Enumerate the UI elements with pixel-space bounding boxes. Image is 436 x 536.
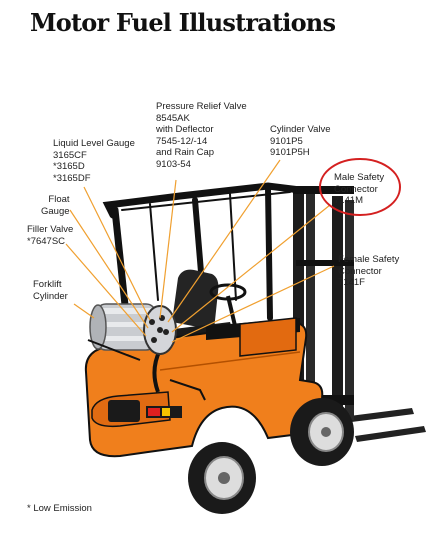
front-wheel [290,398,354,466]
label-female-safety-connector: Female Safety Connector 7141F [338,254,400,288]
footnote: * Low Emission [27,503,92,514]
rear-wheel [188,442,256,514]
label-liquid-level-gauge: Liquid Level Gauge 3165CF *3165D *3165DF [53,138,135,184]
label-filler-valve: Filler Valve *7647SC [27,224,74,247]
forklift-body [84,317,324,458]
label-forklift-cylinder: Forklift Cylinder [33,279,68,302]
leader-lines [65,159,335,343]
label-pressure-relief-valve: Pressure Relief Valve 8545AK with Deflec… [156,101,247,170]
page-title: Motor Fuel Illustrations [30,8,336,37]
label-cylinder-valve: Cylinder Valve 9101P5 9101P5H [270,124,331,158]
lpg-cylinder [87,303,177,361]
label-male-safety-connector: Male Safety Connector 7141M [334,172,385,206]
male-connector-highlight [319,158,401,216]
label-float-gauge: Float Gauge [41,194,70,217]
